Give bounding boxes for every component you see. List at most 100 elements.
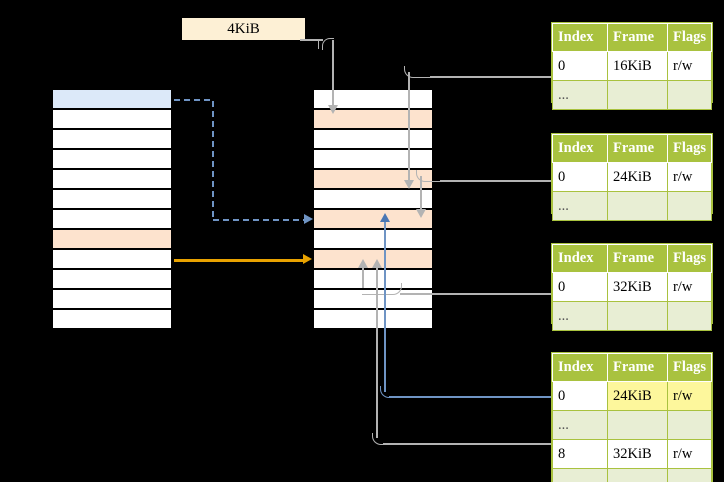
table3-header-flags: Flags [666, 353, 713, 382]
table0-header-frame: Frame [607, 23, 668, 52]
table0-row-1[interactable]: ... [551, 80, 713, 110]
table3-row3-index: ... [551, 468, 609, 482]
table3-row8-connector-corner [372, 433, 388, 445]
table1-header-index: Index [551, 134, 609, 163]
table0-connector-corner [404, 66, 432, 78]
table1-row-1[interactable]: ... [551, 191, 713, 221]
vaddr-map-dashed-bottom [213, 219, 309, 221]
vaddr-row-6 [52, 209, 172, 229]
table0-row1-index: ... [551, 80, 609, 110]
table3-header-frame: Frame [607, 353, 668, 382]
table1-connector-h [440, 180, 554, 182]
table1-arrowhead [416, 209, 426, 218]
vaddr-map-arrowhead [304, 214, 313, 224]
table3-row-1[interactable]: ... [551, 410, 713, 440]
page-size-label-text: 4KiB [227, 20, 260, 37]
table3-row2-frame: 32KiB [607, 439, 668, 469]
vaddr-row-2 [52, 129, 172, 149]
pmem-row-0 [313, 89, 433, 109]
table2-connector-v [362, 268, 364, 288]
table3-row1-frame [607, 410, 668, 440]
table0-row0-flags: r/w [666, 51, 713, 81]
table3-row0-flags: r/w [666, 381, 713, 411]
pagesize-corner-arc [322, 38, 334, 50]
vaddr-row-10 [52, 289, 172, 309]
table3-header-index: Index [551, 353, 609, 382]
table1-row0-frame: 24KiB [607, 162, 668, 192]
table3-row8-connector-v [376, 268, 378, 438]
vaddr-row-8 [52, 249, 172, 269]
table2-header-index: Index [551, 244, 609, 273]
table2-row0-index: 0 [551, 272, 609, 302]
table3-row1-index: ... [551, 410, 609, 440]
table0-connector-h [430, 76, 554, 78]
table3-row3-flags [666, 468, 713, 482]
page-table-level-3: Index Frame Flags 0 24KiB r/w ... 8 32Ki… [551, 352, 713, 482]
page-table-level-1: Index Frame Flags 0 24KiB r/w ... [551, 133, 713, 221]
pagesize-connector-v [332, 40, 334, 107]
table0-row0-index: 0 [551, 51, 609, 81]
table3-row0-index: 0 [551, 381, 609, 411]
table0-row-0[interactable]: 0 16KiB r/w [551, 51, 713, 81]
vaddr-row-11 [52, 309, 172, 329]
vaddr-row-7 [52, 229, 172, 249]
table0-row1-flags [666, 80, 713, 110]
table2-row0-flags: r/w [666, 272, 713, 302]
pmem-row-1 [313, 109, 433, 129]
table2-row-1[interactable]: ... [551, 301, 713, 331]
table0-row0-frame: 16KiB [607, 51, 668, 81]
table2-header-frame: Frame [607, 244, 668, 273]
table1-header-frame: Frame [607, 134, 668, 163]
pagesize-arrowhead [328, 105, 338, 114]
table3-row-0[interactable]: 0 24KiB r/w [551, 381, 713, 411]
virtual-address-column [52, 89, 172, 329]
vaddr-map-dashed-top [174, 99, 210, 101]
vaddr-map-dashed-vertical [212, 101, 214, 217]
table1-header-flags: Flags [666, 134, 713, 163]
table1-row1-index: ... [551, 191, 609, 221]
table3-row-2[interactable]: 8 32KiB r/w [551, 439, 713, 469]
table2-row1-flags [666, 301, 713, 331]
table3-row0-frame: 24KiB [607, 381, 668, 411]
table2-arrowhead [358, 259, 368, 268]
table3-row0-connector-v [384, 222, 386, 392]
vaddr-row-0 [52, 89, 172, 109]
vaddr-translation-arrowhead [303, 254, 312, 264]
table2-row1-index: ... [551, 301, 609, 331]
pmem-row-4 [313, 169, 433, 189]
page-table-level-0: Index Frame Flags 0 16KiB r/w ... [551, 22, 713, 110]
table0-connector-v [408, 72, 410, 184]
page-size-label: 4KiB [182, 18, 305, 40]
table0-arrowhead [404, 180, 414, 189]
table0-row1-frame [607, 80, 668, 110]
table1-row0-index: 0 [551, 162, 609, 192]
table3-row-3[interactable]: ... [551, 468, 713, 482]
table0-header-index: Index [551, 23, 609, 52]
vaddr-row-5 [52, 189, 172, 209]
vaddr-row-3 [52, 149, 172, 169]
pmem-row-9 [313, 269, 433, 289]
table3-row8-connector-h [383, 443, 554, 445]
vaddr-row-4 [52, 169, 172, 189]
vaddr-translation-line [174, 259, 306, 262]
pagesize-connector-h [300, 39, 323, 41]
table3-row8-arrowhead [372, 259, 382, 268]
table0-header-flags: Flags [666, 23, 713, 52]
pmem-row-5 [313, 189, 433, 209]
table1-connector-v [420, 176, 422, 213]
page-table-level-2: Index Frame Flags 0 32KiB r/w ... [551, 243, 713, 331]
table1-row1-flags [666, 191, 713, 221]
pagesize-connector-corner [318, 39, 328, 49]
pmem-row-6 [313, 209, 433, 229]
table1-row-0[interactable]: 0 24KiB r/w [551, 162, 713, 192]
table3-row0-connector-h [389, 396, 554, 398]
table1-row1-frame [607, 191, 668, 221]
pmem-row-7 [313, 229, 433, 249]
table3-row2-flags: r/w [666, 439, 713, 469]
vaddr-row-1 [52, 109, 172, 129]
table1-row0-flags: r/w [666, 162, 713, 192]
vaddr-row-9 [52, 269, 172, 289]
pmem-row-2 [313, 129, 433, 149]
table2-row-0[interactable]: 0 32KiB r/w [551, 272, 713, 302]
